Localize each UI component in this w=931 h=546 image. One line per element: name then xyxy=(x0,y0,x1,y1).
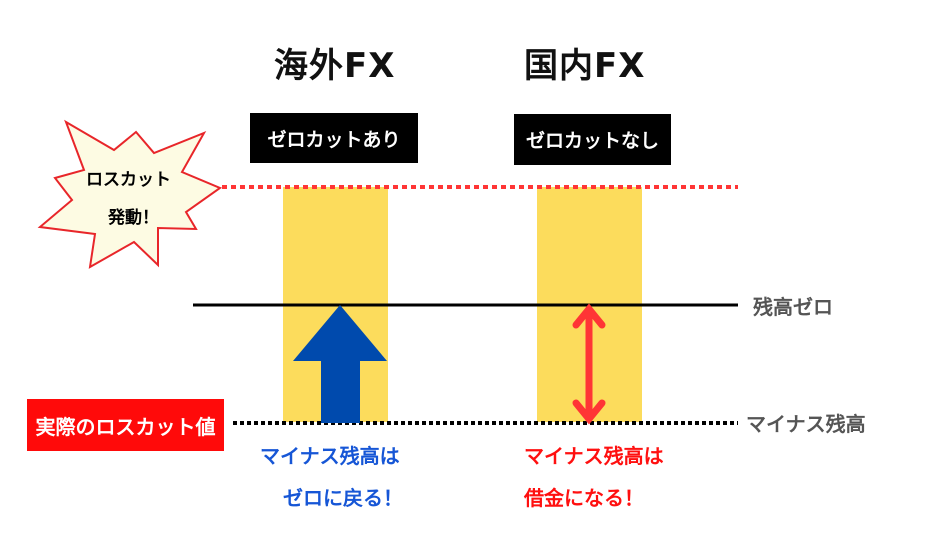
note-domestic-line2: 借金になる！ xyxy=(524,486,644,510)
minus-balance-label: マイナス残高 xyxy=(746,412,866,436)
note-domestic-line1: マイナス残高は xyxy=(524,444,664,468)
burst-text-line1: ロスカット xyxy=(86,170,171,190)
burst-text-line2: 発動！ xyxy=(108,208,159,228)
double-arrow-icon xyxy=(572,303,606,425)
title-overseas-fx: 海外FX xyxy=(274,46,396,86)
losscut-burst-icon xyxy=(37,119,223,269)
tag-zero-cut-yes: ゼロカットあり xyxy=(250,113,418,163)
note-overseas-line2: ゼロに戻る！ xyxy=(283,486,403,510)
note-overseas-line1: マイナス残高は xyxy=(260,444,400,468)
tag-zero-cut-no: ゼロカットなし xyxy=(514,114,671,165)
zero-balance-label: 残高ゼロ xyxy=(753,295,833,319)
actual-losscut-label: 実際のロスカット値 xyxy=(27,399,224,451)
title-domestic-fx: 国内FX xyxy=(524,46,646,86)
up-arrow-icon xyxy=(293,305,387,423)
